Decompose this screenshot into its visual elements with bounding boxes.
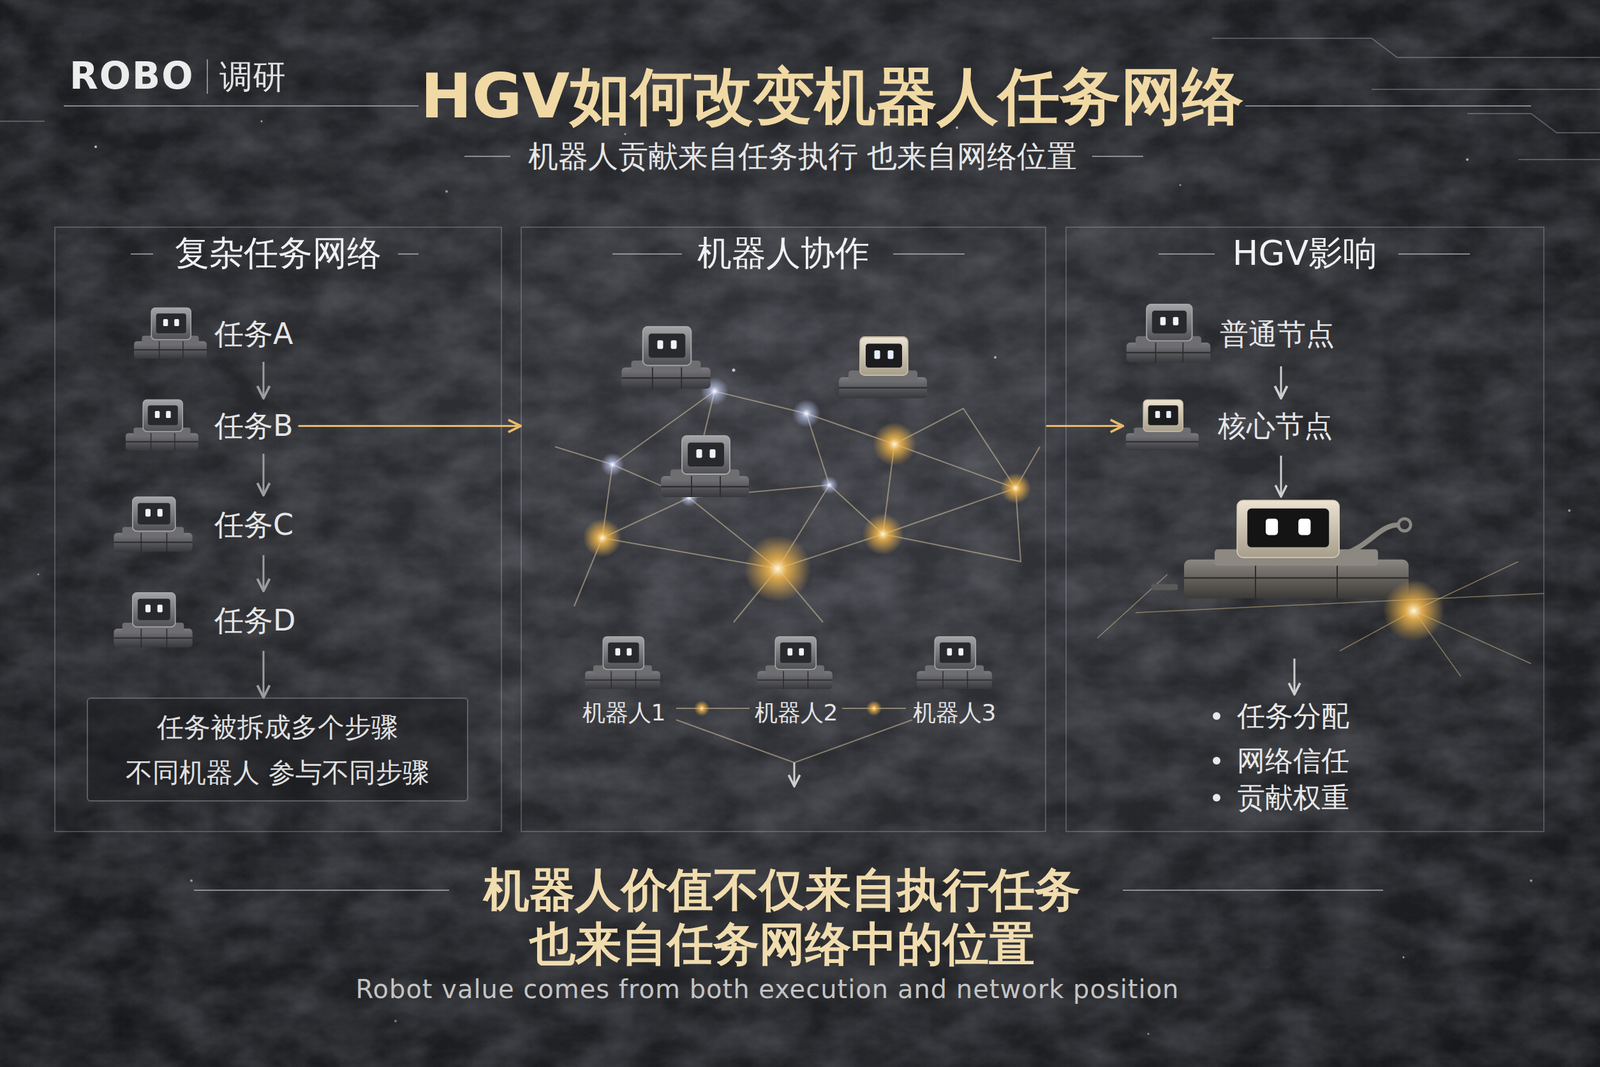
text-label: 任务分配 bbox=[1237, 699, 1350, 734]
text-label: 调研 bbox=[219, 56, 286, 97]
robot-task-node: 任务A bbox=[130, 306, 298, 362]
node-label: 任务C bbox=[214, 507, 294, 543]
node-label: 任务B bbox=[214, 408, 294, 444]
node-label: 普通节点 bbox=[1219, 317, 1335, 352]
node-label: 任务A bbox=[214, 316, 293, 352]
robot-task-node: 任务B bbox=[122, 398, 299, 454]
text-label: 贡献权重 bbox=[1237, 780, 1350, 815]
note-text: 任务被拆成多个步骤 bbox=[156, 709, 399, 745]
robot-task-node: 普通节点 bbox=[1122, 302, 1340, 367]
text-label: 网络信任 bbox=[1237, 743, 1350, 778]
panel: 复杂任务网络任务A 任务B 任务C 任务D 任务被拆成多个步骤不同机器人 参与不同步骤 bbox=[54, 226, 503, 832]
text-label: ROBO bbox=[69, 54, 194, 99]
text-label: 机器人贡献来自任务执行 也来自网络位置 bbox=[528, 138, 1078, 175]
diagram-title: HGV如何改变机器人任务网络 bbox=[420, 59, 1243, 134]
note-text: 不同机器人 参与不同步骤 bbox=[125, 754, 429, 790]
diagram-caption: 机器人价值不仅来自执行任务 也来自任务网络中的位置 bbox=[431, 862, 1134, 971]
text-label: 机器人3 bbox=[912, 698, 997, 726]
panel-heading: 复杂任务网络 bbox=[54, 232, 503, 275]
stars bbox=[37, 120, 1572, 1035]
text-label: 机器人2 bbox=[754, 698, 839, 726]
note-box: 任务被拆成多个步骤不同机器人 参与不同步骤 bbox=[86, 697, 469, 802]
text-label: Robot value comes from both execution an… bbox=[355, 973, 1180, 1005]
panel: 机器人协作 bbox=[520, 226, 1047, 832]
panel-heading: 机器人协作 bbox=[520, 232, 1047, 275]
panel-heading: HGV影响 bbox=[1065, 232, 1545, 275]
node-label: 任务D bbox=[214, 602, 296, 638]
robot-task-node: 任务D bbox=[110, 590, 301, 651]
node-label: 核心节点 bbox=[1217, 408, 1333, 444]
panel: HGV影响普通节点核心节点 bbox=[1065, 226, 1545, 832]
robot-task-node: 核心节点 bbox=[1122, 398, 1338, 454]
robot-task-node: 任务C bbox=[110, 495, 299, 556]
text-label: 机器人1 bbox=[582, 698, 667, 726]
